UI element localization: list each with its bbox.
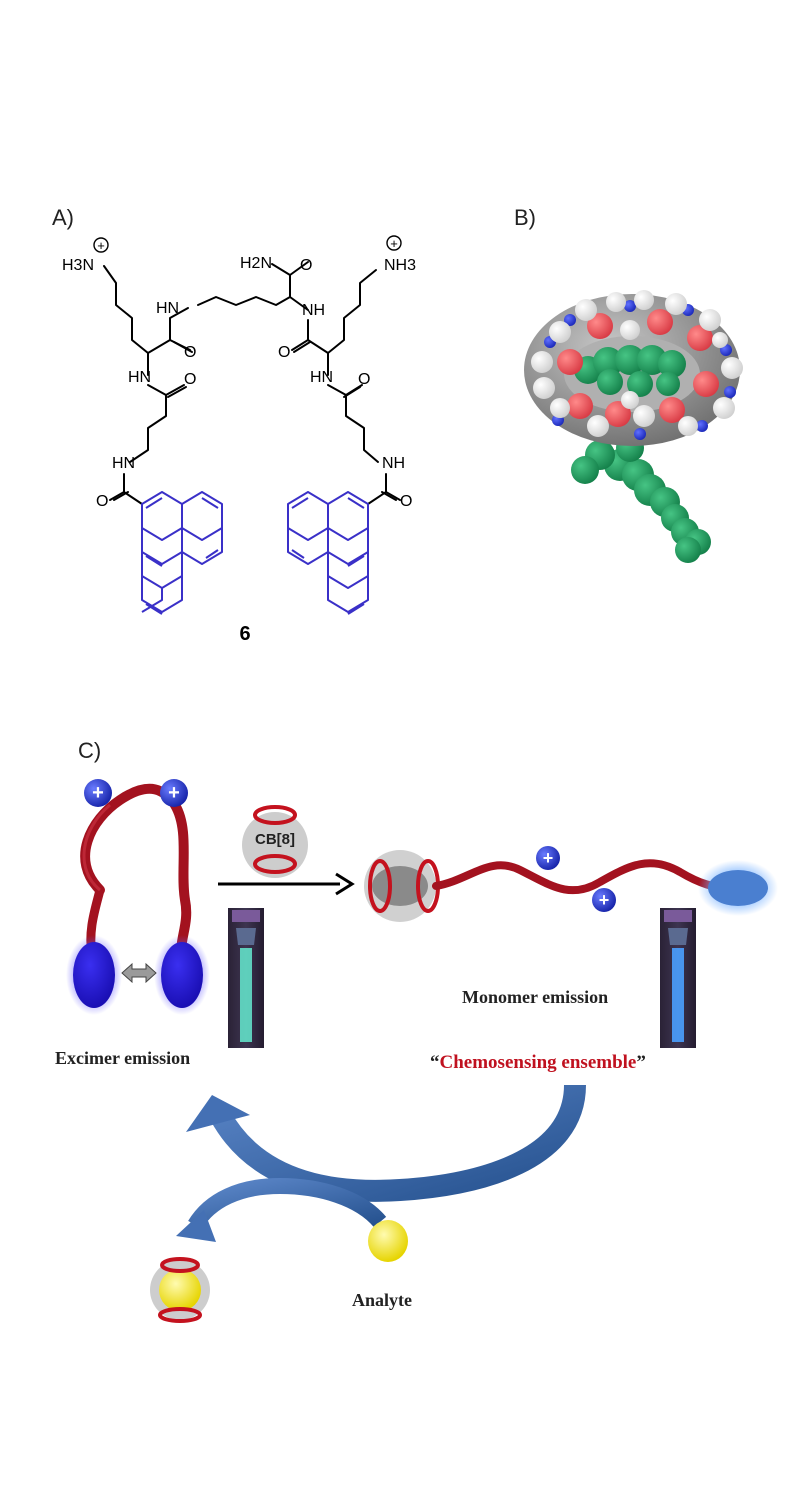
ensemble-complex: [364, 850, 440, 922]
arrow-add-cb8: [218, 872, 355, 896]
monomer-emission-label: Monomer emission: [462, 987, 609, 1007]
vial-monomer: [660, 908, 696, 1048]
analyte-label: Analyte: [352, 1290, 412, 1310]
atom-hn2: HN: [128, 369, 151, 386]
svg-text:+: +: [543, 848, 554, 868]
atom-o-right1: O: [278, 344, 290, 361]
panel-b-label: B): [514, 205, 536, 230]
charge-left: +: [93, 237, 109, 253]
extended-ribbon: [432, 859, 734, 895]
atom-nh3-left: H3N: [62, 257, 94, 274]
atom-hn4: HN: [112, 455, 135, 472]
arrow-displacement: [210, 1084, 586, 1202]
svg-text:+: +: [599, 890, 610, 910]
atom-hn1: HN: [156, 300, 179, 317]
analyte-icon: [368, 1220, 408, 1262]
atom-nh2: NH: [382, 455, 405, 472]
atom-o-left1: O: [184, 344, 196, 361]
pyrene-right: [161, 942, 203, 1008]
excimer-emission-label: Excimer emission: [55, 1048, 191, 1068]
compound-number: 6: [239, 623, 250, 645]
atom-nh1: NH: [302, 302, 325, 319]
panel-a-label: A): [52, 205, 74, 230]
atom-h2n: H2N: [240, 255, 272, 272]
panel-b-space-filling-model: [524, 290, 743, 563]
svg-text:+: +: [92, 782, 104, 804]
atom-o-top: O: [300, 257, 312, 274]
svg-text:+: +: [168, 782, 180, 804]
svg-text:CB[8]: CB[8]: [255, 831, 295, 848]
pyrene-monomer: [708, 870, 768, 906]
charge-icon-left: +: [84, 779, 112, 807]
pyrene-left: [73, 942, 115, 1008]
excimer-ribbon: [80, 783, 192, 965]
cb8-analyte-complex: [150, 1257, 210, 1323]
atom-o-left3: O: [96, 493, 108, 510]
panel-c-label: C): [78, 738, 102, 763]
atom-nh3-right: NH3: [384, 257, 416, 274]
charge-icon-ensemble-2: +: [592, 888, 616, 912]
charge-icon-right: +: [160, 779, 188, 807]
arrow-release: [188, 1177, 387, 1230]
atom-o-right2: O: [358, 371, 370, 388]
atom-o-left2: O: [184, 371, 196, 388]
svg-text:+: +: [97, 238, 105, 253]
panel-a-structure: H3N NH3 H2N O HN NH O O HN HN O O HN NH …: [62, 235, 416, 645]
vial-excimer: [228, 908, 264, 1048]
charge-icon-ensemble-1: +: [536, 846, 560, 870]
svg-text:+: +: [390, 236, 398, 251]
chemosensing-ensemble-label: “Chemosensing ensemble”: [430, 1052, 646, 1073]
charge-right: +: [386, 235, 402, 251]
atom-o-right3: O: [400, 493, 412, 510]
atom-hn3: HN: [310, 369, 333, 386]
panel-c-scheme: + + CB[8] + +: [66, 779, 778, 1323]
double-arrow-icon: [121, 962, 157, 984]
cb8-icon: CB[8]: [242, 805, 308, 878]
